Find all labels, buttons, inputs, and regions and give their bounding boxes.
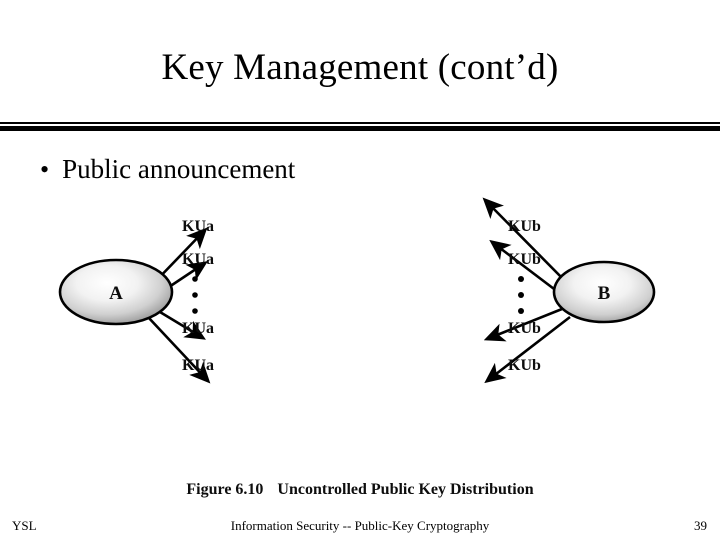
left-arrow-3 — [154, 307, 206, 340]
divider-thin-rule — [0, 122, 720, 124]
figure-caption-text: Uncontrolled Public Key Distribution — [277, 481, 534, 498]
node-b-ellipse — [552, 260, 656, 324]
footer-author: YSL — [12, 518, 37, 533]
node-b-label: B — [598, 283, 611, 304]
page-title: Key Management (cont’d) — [161, 47, 559, 88]
node-a-ellipse — [58, 258, 174, 326]
right-arrow-4 — [484, 315, 571, 384]
divider-thick-rule — [0, 126, 720, 131]
slide-footer: YSL Information Security -- Public-Key C… — [0, 518, 720, 540]
figure-caption-number: Figure 6.10 — [186, 481, 264, 498]
node-a-label: A — [109, 283, 123, 304]
left-key-label-3: KUa — [182, 320, 214, 337]
right-arrow-1 — [482, 197, 569, 285]
right-node-group: B KUb KUb KUb KUb — [482, 197, 656, 384]
diagram-svg: A KUa KUa KUa KUa — [58, 197, 656, 384]
right-key-label-4: KUb — [508, 357, 541, 374]
left-node-group: A KUa KUa KUa KUa — [58, 218, 214, 384]
left-key-label-1: KUa — [182, 218, 214, 235]
footer-course-title: Information Security -- Public-Key Crypt… — [230, 518, 490, 533]
right-key-label-2: KUb — [508, 251, 541, 268]
right-arrow-2 — [489, 239, 563, 297]
figure-diagram: A KUa KUa KUa KUa — [0, 185, 720, 415]
bullet-item-label: Public announcement — [62, 154, 296, 184]
divider-gap — [0, 124, 720, 126]
right-key-label-3: KUb — [508, 320, 541, 337]
left-key-label-2: KUa — [182, 251, 214, 268]
title-divider — [0, 122, 720, 134]
right-arrow-3 — [483, 307, 563, 342]
left-arrow-4 — [147, 316, 211, 384]
bullet-point-icon: • — [40, 155, 50, 184]
left-key-label-4: KUa — [182, 357, 214, 374]
bullet-item-public-announcement: • Public announcement — [40, 152, 295, 187]
footer-page-number: 39 — [694, 518, 707, 533]
figure-caption: Figure 6.10 Uncontrolled Public Key Distr… — [0, 481, 720, 499]
left-ellipsis-dots — [192, 276, 198, 314]
right-key-label-1: KUb — [508, 218, 541, 235]
right-ellipsis-dots — [518, 276, 524, 314]
